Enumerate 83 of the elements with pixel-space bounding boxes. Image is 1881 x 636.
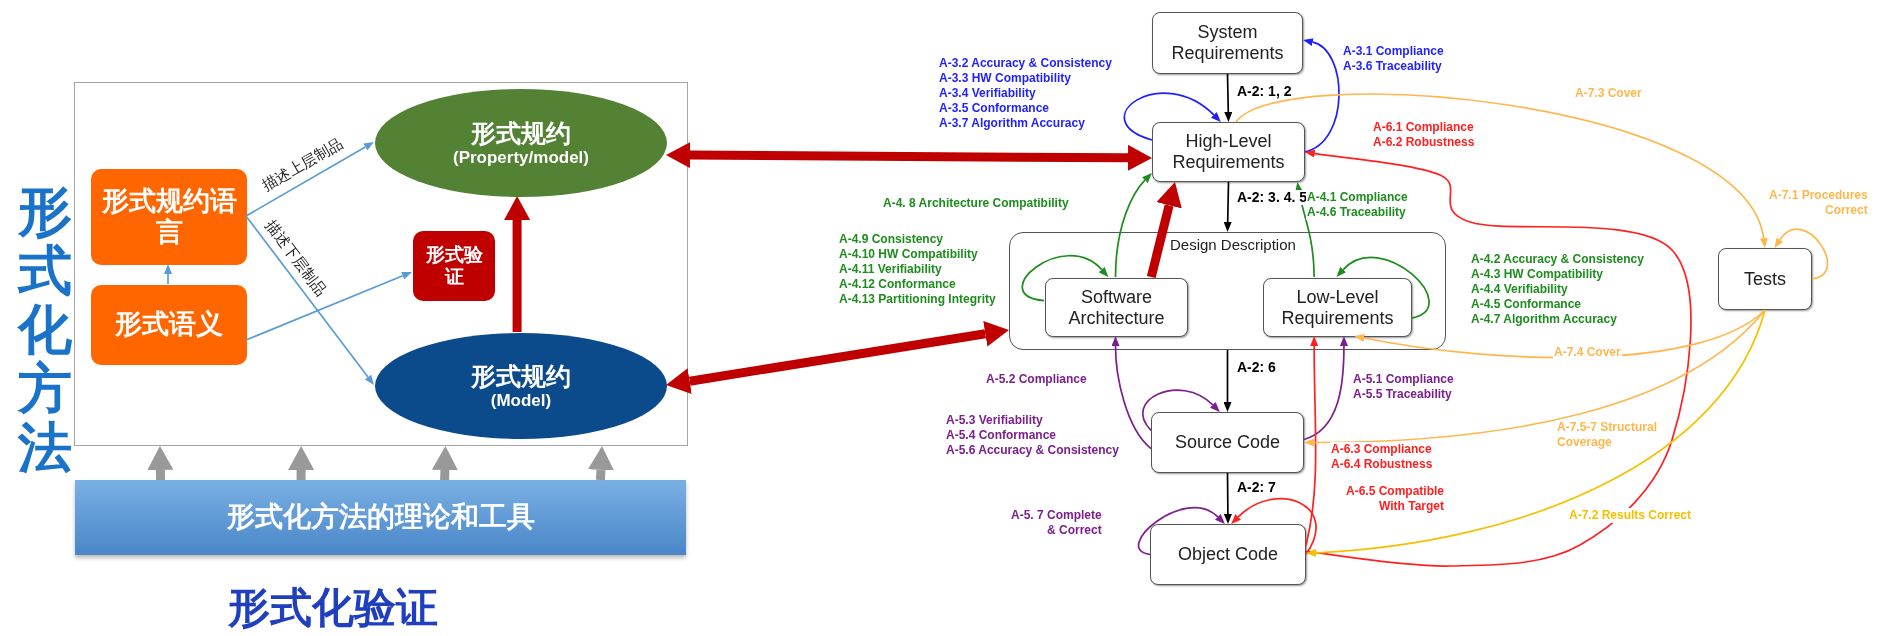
arrow (1335, 256, 1430, 320)
arrow (1223, 472, 1232, 524)
edge-label: A-4.1 Compliance A-4.6 Traceability (1306, 190, 1409, 220)
block-arrow (587, 446, 614, 481)
block-arrow (1146, 182, 1182, 279)
arrow (245, 215, 374, 385)
block-arrow (431, 446, 458, 481)
arrow (245, 272, 412, 341)
arrow (1223, 349, 1232, 412)
process-box (413, 231, 495, 301)
edge-label: A-2: 3. 4. 5 (1236, 190, 1309, 205)
arrow (1306, 309, 1766, 557)
node-label: Tests (1743, 268, 1787, 290)
node-label: (Model) (489, 390, 553, 411)
node-label: 形式语义 (114, 309, 224, 341)
panel-frame (74, 82, 688, 446)
block-arrow (666, 142, 1152, 171)
node-label: Object Code (1176, 544, 1280, 565)
arrow (245, 142, 374, 217)
arrow (1230, 497, 1317, 556)
edge-label: A-2: 6 (1236, 360, 1277, 375)
arrow (1021, 254, 1110, 302)
edge-label: A-4.9 Consistency A-4.10 HW Compatibility A-4.11 Verifiability A-4.12 Conformance A-4.13 Partitioning Integrity (838, 232, 997, 307)
edge-label: A-5.1 Compliance A-5.5 Traceability (1352, 372, 1455, 402)
node-label: System Requirements (1170, 22, 1285, 64)
edge-label: A-6.5 Compatible With Target (1345, 484, 1445, 514)
edge-label: A-7.2 Results Correct (1568, 508, 1693, 523)
node-label: 形式规约 (470, 118, 572, 148)
arrow (1142, 389, 1221, 432)
edge-label: A-7.4 Cover (1553, 345, 1622, 360)
process-box (91, 285, 247, 365)
block-arrow (504, 196, 531, 332)
edge-label: 描述下层制品 (262, 216, 330, 300)
arrow (1295, 182, 1315, 278)
block-arrow (288, 446, 315, 480)
arrow (1303, 336, 1348, 441)
base-bar (75, 480, 686, 555)
edge-label: A-3.1 Compliance A-3.6 Traceability (1342, 44, 1445, 74)
node-label: Software Architecture (1067, 286, 1166, 329)
block-arrow (666, 320, 1009, 395)
edge-label: A-5.2 Compliance (985, 372, 1088, 387)
block-arrow (147, 446, 174, 481)
edge-label: 描述上层制品 (259, 135, 347, 195)
arrow (1223, 181, 1232, 232)
arrow (1304, 149, 1692, 567)
node-label: High-Level Requirements (1171, 131, 1286, 173)
arrow (1304, 309, 1766, 447)
node-label: Low-Level Requirements (1280, 286, 1395, 329)
vertical-heading: 形式化方法 (18, 182, 72, 477)
process-box (1718, 248, 1812, 310)
group-box (1009, 232, 1446, 350)
edge-label: A-4.2 Accuracy & Consistency A-4.3 HW Compatibility A-4.4 Verifiability A-4.5 Conformance A-4.7 Algorithm Accuracy (1470, 252, 1645, 327)
arrow (1138, 507, 1226, 556)
edge-label: A-3.2 Accuracy & Consistency A-3.3 HW Compatibility A-3.4 Verifiability A-3.5 Conformance A-3.7 Algorithm Accuracy (938, 56, 1113, 131)
arrow (1235, 93, 1768, 248)
arrow (1111, 336, 1152, 450)
node-label: 形式规约语言 (100, 185, 238, 249)
arrow (1773, 228, 1829, 280)
caption: 形式化验证 (228, 582, 438, 634)
process-box (1152, 12, 1303, 74)
arrow (1305, 336, 1319, 547)
node-label: (Property/model) (452, 147, 590, 168)
edge-label: A-4. 8 Architecture Compatibility (882, 196, 1070, 211)
edge-label: A-7.5-7 Structural Coverage (1556, 420, 1659, 450)
node-label: 形式规约 (470, 361, 572, 391)
arrow (1224, 73, 1233, 122)
edge-label: A-5.3 Verifiability A-5.4 Conformance A-5.6 Accuracy & Consistency (945, 413, 1120, 458)
edge-label: A-2: 1, 2 (1236, 84, 1293, 99)
arrow (1114, 172, 1152, 278)
node-label: 形式化方法的理论和工具 (225, 501, 536, 534)
group-title: Design Description (1170, 236, 1296, 254)
arrow (1123, 92, 1222, 141)
process-box (1045, 278, 1188, 337)
node-label: 形式验证 (424, 244, 484, 288)
process-box (1151, 412, 1304, 473)
process-box (1150, 524, 1306, 585)
process-box (1152, 122, 1305, 182)
arrow (1303, 38, 1340, 153)
edge-label: A-2: 7 (1236, 480, 1277, 495)
node-label: Source Code (1173, 432, 1282, 453)
process-box (91, 169, 247, 265)
arrow (164, 264, 172, 285)
process-box (1263, 278, 1412, 337)
